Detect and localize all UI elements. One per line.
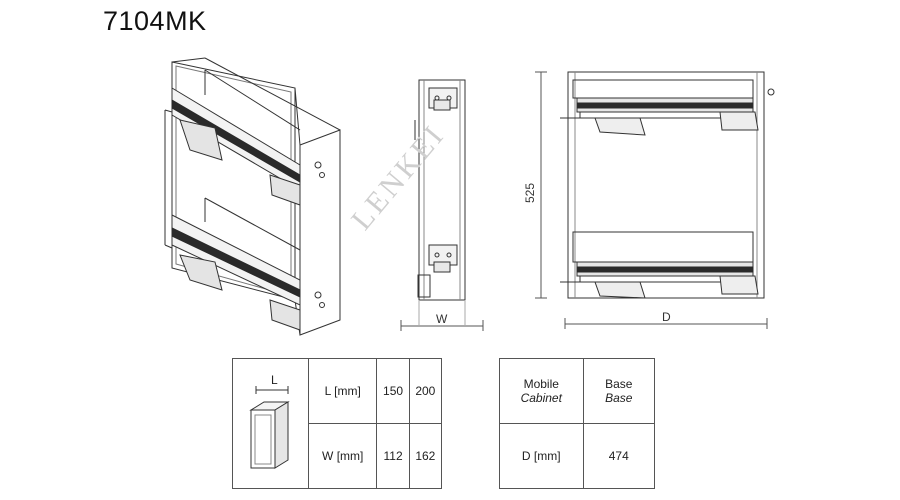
cabinet-icon-cell: L [232,358,309,489]
header-base-line1: Base [605,377,633,391]
header-mobile-line1: Mobile [523,377,559,391]
product-title: 7104MK [103,6,207,36]
row-label-l: L [mm] [307,358,378,424]
dimension-l-icon-label: L [271,373,278,387]
header-base: Base Base [582,358,656,424]
header-mobile-cabinet: Mobile Cabinet [499,358,584,424]
row-label-w: W [mm] [307,423,378,489]
front-view [400,79,484,331]
size-table: L L [mm] 150 200 W [mm] 112 162 [232,358,443,489]
height-dimension-label: 525 [523,182,538,204]
d-value: 474 [582,423,656,489]
side-view [535,71,775,329]
isometric-view [164,57,341,336]
w-value-2: 162 [408,423,443,489]
l-value-2: 200 [408,358,443,424]
header-base-line2: Base [605,391,633,405]
l-value-1: 150 [376,358,410,424]
w-value-1: 112 [376,423,410,489]
cabinet-icon [249,385,290,469]
depth-table: Mobile Cabinet Base Base D [mm] 474 [499,358,656,489]
header-mobile-line2: Cabinet [520,391,562,405]
width-dimension-label: W [436,312,448,326]
technical-drawings [164,57,775,336]
row-label-d: D [mm] [499,423,584,489]
depth-dimension-label: D [662,310,671,324]
